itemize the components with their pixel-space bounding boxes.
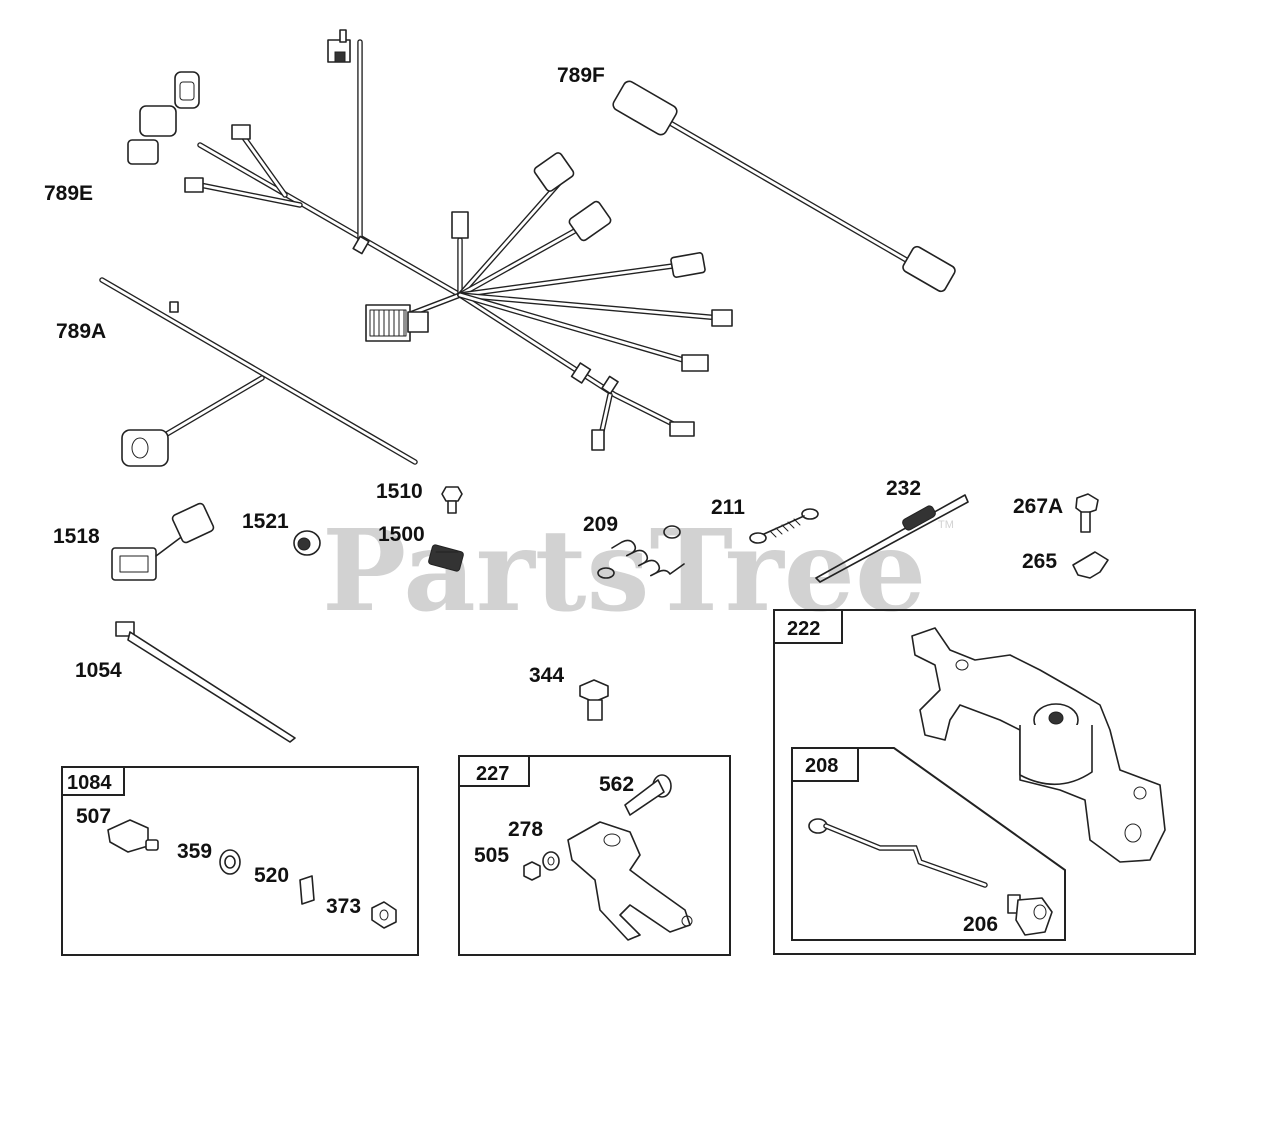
callout-206: 206 xyxy=(963,913,998,936)
part-1518-switch-harness[interactable] xyxy=(111,502,215,581)
main-wiring-harness[interactable] xyxy=(127,29,733,451)
part-209-spring[interactable] xyxy=(597,525,685,579)
callout-232: 232 xyxy=(886,477,921,500)
part-206-knob[interactable] xyxy=(1007,894,1053,936)
callout-344: 344 xyxy=(529,664,564,687)
kit-208-frame: 208 xyxy=(791,747,1066,941)
watermark: PartsTree TM xyxy=(322,506,954,637)
part-359-lock-washer[interactable] xyxy=(219,849,241,875)
part-208-governor-link[interactable] xyxy=(808,818,988,888)
harness-789F[interactable] xyxy=(611,79,957,293)
part-1054-cable-tie[interactable] xyxy=(115,621,296,743)
callout-373: 373 xyxy=(326,895,361,918)
kit-label-1084: 1084 xyxy=(67,772,112,794)
callout-359: 359 xyxy=(177,840,212,863)
part-373-nut[interactable] xyxy=(371,901,397,929)
callout-507: 507 xyxy=(76,805,111,828)
part-211-spring[interactable] xyxy=(749,508,819,544)
callout-789A: 789A xyxy=(56,320,106,343)
part-507-switch[interactable] xyxy=(107,819,159,853)
kit-1084-frame: 1084 xyxy=(61,766,419,956)
part-1521-grommet[interactable] xyxy=(293,530,321,556)
part-227-control-bracket[interactable] xyxy=(567,821,693,941)
callout-520: 520 xyxy=(254,864,289,887)
callout-1521: 1521 xyxy=(242,510,289,533)
callout-1500: 1500 xyxy=(378,523,425,546)
kit-label-208: 208 xyxy=(805,755,838,777)
callout-209: 209 xyxy=(583,513,618,536)
part-520-bracket[interactable] xyxy=(299,875,315,905)
callout-265: 265 xyxy=(1022,550,1057,573)
watermark-text: PartsTree xyxy=(322,506,926,637)
part-232-spring-rod[interactable] xyxy=(815,494,969,583)
callout-1518: 1518 xyxy=(53,525,100,548)
callout-1510: 1510 xyxy=(376,480,423,503)
kit-227-frame: 227 xyxy=(458,755,731,956)
kit-222-frame: 222 xyxy=(773,609,1196,955)
callout-789E: 789E xyxy=(44,182,93,205)
harness-789A[interactable] xyxy=(99,277,418,467)
part-1510-bolt[interactable] xyxy=(441,486,463,514)
callout-211: 211 xyxy=(711,496,745,519)
part-278-washer[interactable] xyxy=(542,851,560,871)
part-344-bolt[interactable] xyxy=(579,679,609,721)
part-1500-connector[interactable] xyxy=(428,544,464,572)
kit-label-227: 227 xyxy=(476,763,509,785)
part-505-nut[interactable] xyxy=(523,861,541,881)
part-562-shoulder-bolt[interactable] xyxy=(624,774,672,816)
callout-505: 505 xyxy=(474,844,509,867)
watermark-trademark: TM xyxy=(938,519,954,531)
kit-label-222: 222 xyxy=(787,618,820,640)
callout-278: 278 xyxy=(508,818,543,841)
part-222-governor-bracket[interactable] xyxy=(911,627,1166,863)
callout-267A: 267A xyxy=(1013,495,1063,518)
part-267A-screw[interactable] xyxy=(1075,493,1099,533)
part-265-clamp[interactable] xyxy=(1072,551,1109,579)
callout-562: 562 xyxy=(599,773,634,796)
callout-789F: 789F xyxy=(557,64,605,87)
callout-1054: 1054 xyxy=(75,659,122,682)
